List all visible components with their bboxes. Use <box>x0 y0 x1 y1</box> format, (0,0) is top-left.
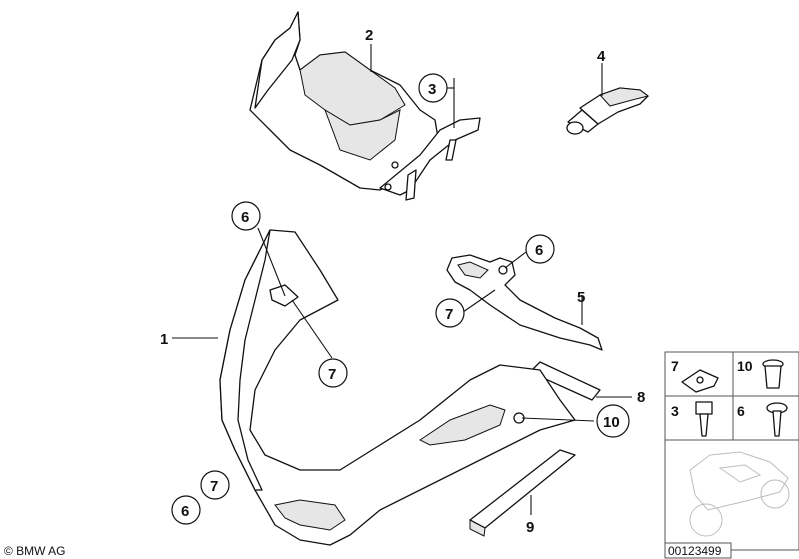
callout-10-label: 10 <box>603 414 620 431</box>
callout-7b-label: 7 <box>328 366 336 383</box>
callout-3-label: 3 <box>428 81 436 98</box>
callout-7c-label: 7 <box>210 478 218 495</box>
legend-7-label: 7 <box>671 358 679 374</box>
windscreen-cowl-part[interactable] <box>249 11 481 201</box>
image-number-text: 00123499 <box>668 544 722 558</box>
front-fairing-part[interactable] <box>219 229 576 546</box>
legend-cell-7: 7 <box>671 358 719 393</box>
callout-9-label: 9 <box>526 519 534 536</box>
callout-5: 5 <box>577 289 585 306</box>
callout-4: 4 <box>597 48 606 65</box>
side-bracket-part[interactable] <box>446 254 603 351</box>
callout-10: 10 <box>596 404 630 438</box>
callout-7a: 7 <box>435 298 465 328</box>
callout-8: 8 <box>637 389 645 406</box>
callout-6a: 6 <box>231 201 261 231</box>
motorcycle-silhouette-icon <box>689 451 790 537</box>
callout-1-label: 1 <box>160 331 168 348</box>
callout-4-label: 4 <box>597 48 606 65</box>
copyright-notice: © BMW AG <box>4 544 66 558</box>
callout-6c-label: 6 <box>181 503 189 520</box>
callout-2-label: 2 <box>365 27 373 44</box>
legend-cell-6: 6 <box>737 402 788 437</box>
callout-6a-label: 6 <box>241 209 249 226</box>
small-parts-legend: 7 10 3 6 <box>664 351 799 551</box>
callout-5-label: 5 <box>577 289 585 306</box>
foam-strip-part[interactable] <box>469 449 576 537</box>
clip-nut-icon <box>681 369 719 393</box>
adhesive-tube-part[interactable] <box>566 87 650 135</box>
callout-8-label: 8 <box>637 389 645 406</box>
legend-6-label: 6 <box>737 403 745 419</box>
callout-6b-label: 6 <box>535 242 543 259</box>
callout-3: 3 <box>418 73 448 103</box>
image-number-box: 00123499 <box>664 542 732 559</box>
legend-cell-10: 10 <box>737 358 784 389</box>
callout-2: 2 <box>365 27 373 44</box>
callout-7a-label: 7 <box>445 306 453 323</box>
callout-6c: 6 <box>171 495 201 525</box>
callout-9: 9 <box>526 519 534 536</box>
callout-1: 1 <box>160 331 168 348</box>
callout-6b: 6 <box>525 234 555 264</box>
legend-cell-3: 3 <box>671 401 713 437</box>
callout-7c: 7 <box>200 470 230 500</box>
legend-3-label: 3 <box>671 403 679 419</box>
torx-screw-icon <box>766 402 788 437</box>
screw-icon <box>695 401 713 437</box>
edge-strip-part[interactable] <box>529 361 601 401</box>
legend-10-label: 10 <box>737 358 753 374</box>
copyright-text: © BMW AG <box>4 544 66 558</box>
leader-lines <box>172 44 632 515</box>
grommet-icon <box>762 359 784 389</box>
callout-7b: 7 <box>318 358 348 388</box>
